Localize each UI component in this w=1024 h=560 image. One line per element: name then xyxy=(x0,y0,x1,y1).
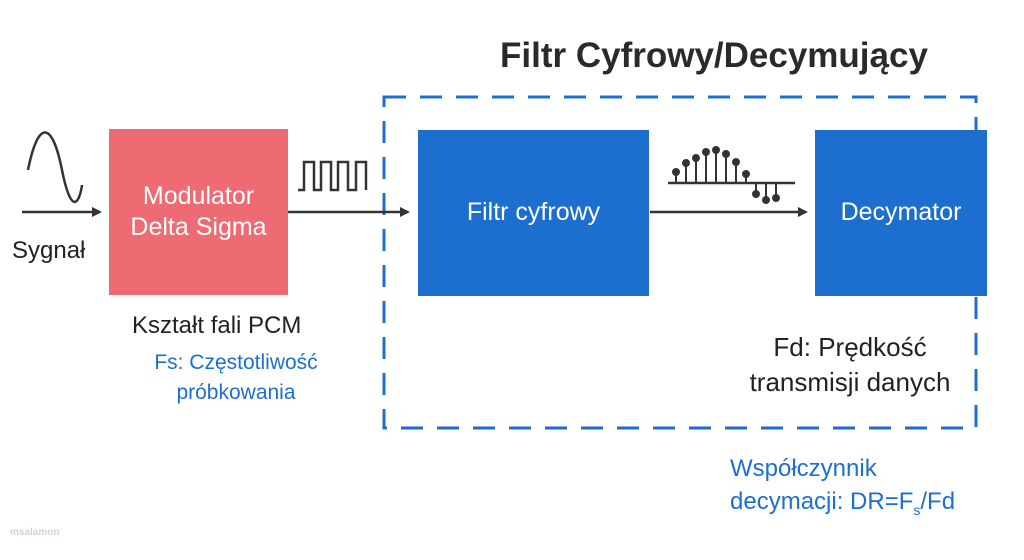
watermark: msalamon xyxy=(10,527,60,538)
pcm-square-wave-icon xyxy=(298,160,368,192)
fs-line2: próbkowania xyxy=(176,381,296,404)
decimation-ratio-label: Współczynnik decymacji: DR=Fs/Fd xyxy=(730,452,1015,527)
dr-suffix: /Fd xyxy=(920,488,956,515)
dr-subscript: s xyxy=(913,501,921,518)
dr-line1: Współczynnik xyxy=(730,455,877,482)
modulator-label-line2: Delta Sigma xyxy=(130,213,267,241)
fs-line1: Fs: Częstotliwość xyxy=(154,351,318,374)
pcm-waveform-label: Kształt fali PCM xyxy=(132,312,302,339)
digital-filter-block: Filtr cyfrowy xyxy=(418,130,649,296)
dr-prefix: decymacji: DR=F xyxy=(730,488,914,515)
dr-line2: decymacji: DR=Fs/Fd xyxy=(730,485,1015,527)
digital-filter-label: Filtr cyfrowy xyxy=(466,198,601,227)
page-title: Filtr Cyfrowy/Decymujący xyxy=(500,36,928,75)
fd-line1: Fd: Prędkość xyxy=(773,332,927,362)
modulator-label-line1: Modulator xyxy=(142,181,255,210)
signal-label: Sygnał xyxy=(12,237,86,264)
sampling-frequency-label: Fs: Częstotliwość próbkowania xyxy=(131,348,341,408)
decimator-block: Decymator xyxy=(815,130,987,296)
modulator-block: Modulator Delta Sigma xyxy=(109,129,288,295)
decimator-label: Decymator xyxy=(840,198,962,227)
filtered-samples-icon xyxy=(668,146,795,204)
data-rate-label: Fd: Prędkość transmisji danych xyxy=(720,330,980,400)
fd-line2: transmisji danych xyxy=(749,367,951,397)
sine-wave-icon xyxy=(26,131,84,204)
